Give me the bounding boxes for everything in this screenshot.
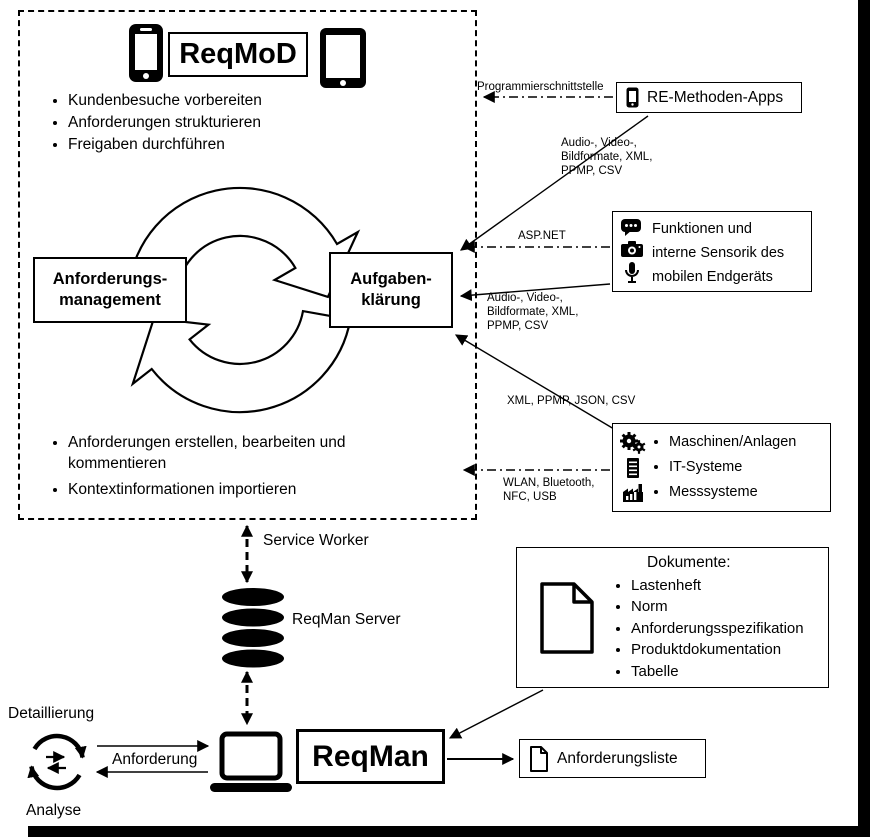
database-icon [222,588,284,668]
reqmod-bottom-bullets: Anforderungen erstellen, bearbeiten und … [42,432,413,505]
label-detaillierung: Detaillierung [8,705,95,722]
re-methoden-apps-box: RE-Methoden-Apps [616,82,802,113]
dokumente-list: Lastenheft Norm Anforderungsspezifikatio… [609,575,820,683]
document-small-icon [530,745,548,772]
systems-item: Maschinen/Anlagen [669,430,796,455]
cycle-arrow-bottom [130,309,352,414]
bullet-item: Kontextinformationen importieren [68,479,413,500]
connector-sensorik-to-aufgabenklaerung [459,283,611,302]
systems-list: Maschinen/Anlagen IT-Systeme Messsysteme [647,430,796,505]
dokumente-item: Norm [631,596,820,618]
systems-box: Maschinen/Anlagen IT-Systeme Messsysteme [612,423,831,512]
smartphone-icon [129,24,163,82]
connector-systems-to-aufgabenklaerung [454,334,615,430]
factory-icon [623,484,643,503]
sync-cycle-icon [27,733,87,791]
speech-bubble-icon [621,219,641,237]
bullet-item: Kundenbesuche vorbereiten [68,92,398,109]
box-line: Anforderungs- [52,270,168,288]
label-analyse: Analyse [26,802,82,819]
laptop-icon [210,731,292,792]
bullet-item: Freigaben durchführen [68,136,398,153]
reqman-box: ReqMan [296,729,445,784]
smartphone-small-icon [626,87,639,108]
label-anforderung: Anforderung [112,751,198,768]
bullet-item: Anforderungen erstellen, bearbeiten und … [68,432,413,474]
box-line: Aufgaben- [350,270,432,288]
box-line: klärung [361,291,421,309]
reqmod-title-box: ReqMoD [168,32,308,77]
reqmod-top-bullets: Kundenbesuche vorbereiten Anforderungen … [42,92,398,158]
it-system-icon [627,458,639,479]
connector-apps-to-aufgabenklaerung [460,115,649,251]
label-wlan: WLAN, Bluetooth, NFC, USB [503,477,595,503]
sensorik-icon-column [619,217,645,286]
label-audio-formats-top: Audio-, Video-, Bildformate, XML, PPMP, … [561,137,653,177]
dokumente-title: Dokumente: [647,553,731,571]
bottom-edge-bar [28,826,870,837]
label-service-worker: Service Worker [263,532,369,549]
dokumente-item: Produktdokumentation [631,639,820,661]
cycle-arrow-top [127,186,361,299]
dokumente-content: Dokumente: Lastenheft Norm Anforderungss… [609,553,820,683]
systems-item: Messsysteme [669,480,796,505]
label-programmierschnittstelle: Programmierschnittstelle [477,81,604,93]
aufgabenklaerung-box: Aufgaben- klärung [329,252,453,328]
re-methoden-apps-label: RE-Methoden-Apps [647,89,784,106]
bullet-item: Anforderungen strukturieren [68,114,398,131]
systems-item: IT-Systeme [669,455,796,480]
reqmod-title: ReqMoD [179,38,297,70]
sensorik-text: Funktionen und interne Sensorik des mobi… [652,221,785,285]
dokumente-box: Dokumente: Lastenheft Norm Anforderungss… [516,547,829,688]
label-xml-ppmp: XML, PPMP, JSON, CSV [507,395,636,407]
sensorik-box: Funktionen und interne Sensorik des mobi… [612,211,812,292]
reqmod-dashed-panel [18,10,477,520]
camera-icon [621,241,643,258]
label-reqman-server: ReqMan Server [292,611,401,628]
dokumente-item: Lastenheft [631,575,820,597]
anforderungsmanagement-box: Anforderungs- management [33,257,187,323]
systems-icon-column [619,430,647,505]
document-icon [540,581,594,654]
connector-dokumente-to-reqman [448,689,544,739]
dokumente-item: Anforderungsspezifikation [631,618,820,640]
microphone-icon [625,261,639,283]
anforderungsliste-box: Anforderungsliste [519,739,706,778]
label-aspnet: ASP.NET [518,230,566,242]
reqman-label: ReqMan [312,739,429,773]
tablet-icon [320,28,366,88]
anforderungsliste-label: Anforderungsliste [557,750,678,767]
document-icon-wrap [525,581,609,654]
process-cycle-arrows [127,186,361,414]
label-audio-formats-bottom: Audio-, Video-, Bildformate, XML, PPMP, … [487,292,579,332]
box-line: management [59,291,161,309]
gears-icon [620,431,646,454]
right-edge-bar [858,0,870,837]
dokumente-item: Tabelle [631,661,820,683]
